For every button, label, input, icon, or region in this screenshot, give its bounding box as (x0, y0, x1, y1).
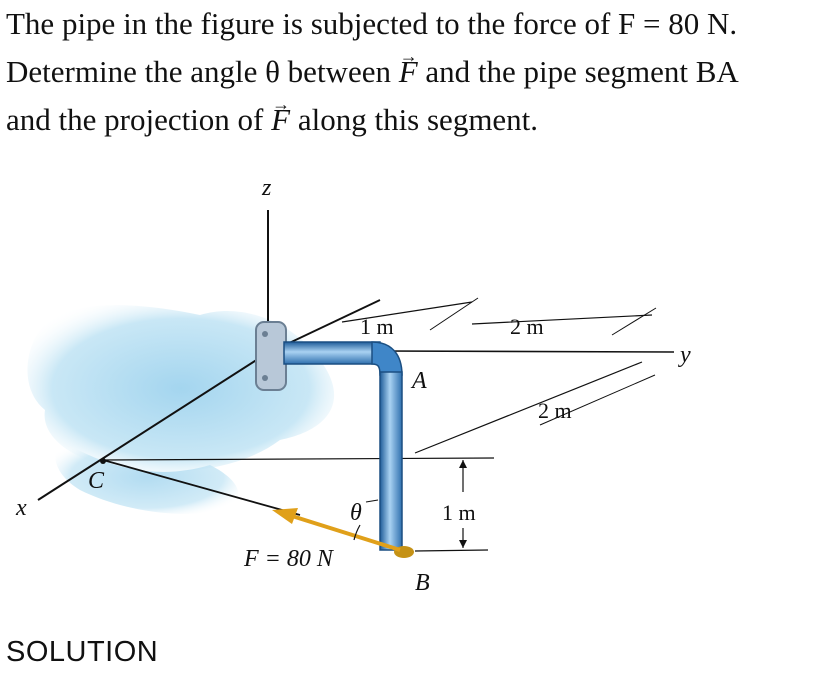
dim-ext-1 (429, 297, 479, 331)
vector-f-symbol-2: F (271, 80, 290, 144)
pipe-elbow (371, 341, 403, 376)
theta-arc (353, 524, 361, 541)
top-diagonal-line (284, 299, 381, 346)
horizontal-line-c (102, 457, 495, 461)
theta-label: θ (350, 500, 362, 526)
problem-statement: The pipe in the figure is subjected to t… (6, 0, 812, 144)
y-axis (379, 350, 675, 353)
problem-line-3: and the projection of F along this segme… (6, 80, 812, 144)
dim-1m-top-line (341, 301, 473, 323)
wall-shading-lower (55, 440, 239, 514)
dim-1m-top-label: 1 m (360, 314, 394, 339)
problem-line-1: The pipe in the figure is subjected to t… (6, 6, 738, 41)
problem-line-2-end: and the pipe segment BA (417, 54, 739, 89)
dim-1m-base-line (414, 549, 489, 552)
x-axis (37, 349, 273, 501)
flange-bolt-2 (262, 375, 268, 381)
force-label: F = 80 N (243, 546, 335, 572)
point-c-label: C (88, 468, 105, 494)
problem-line-2: Determine the angle θ between F and the … (6, 32, 812, 96)
dim-1m-down-arrow (459, 540, 467, 548)
pipe-vertical-segment (379, 371, 403, 551)
problem-line-3-start: and the projection of (6, 102, 272, 137)
line-c-to-b (102, 459, 301, 516)
dim-2m-top-label: 2 m (510, 314, 544, 339)
point-c (100, 458, 106, 464)
pipe-horizontal-segment (283, 341, 381, 365)
point-a-label: A (410, 368, 427, 394)
x-axis-label: x (15, 495, 27, 521)
dim-1m-vertical-label: 1 m (442, 500, 476, 525)
pipe-figure: z x y 1 m 2 m 2 m C 1 m A B F = 80 N θ (15, 175, 691, 596)
dim-1m-up-arrow (459, 460, 467, 468)
force-arrow-shaft (291, 514, 401, 552)
wall-flange (255, 321, 287, 391)
point-b-label: B (415, 570, 430, 596)
wall-shading (27, 305, 335, 472)
problem-line-2-start: Determine the angle θ between (6, 54, 399, 89)
flange-bolt-1 (262, 331, 268, 337)
z-axis-label: z (261, 175, 272, 201)
dim-2m-side-line-2 (539, 374, 656, 426)
theta-tick (365, 499, 379, 503)
y-axis-label: y (678, 342, 691, 368)
vector-f-symbol: F (399, 32, 418, 96)
dim-2m-side-line-1 (414, 361, 643, 454)
force-arrow-head (272, 508, 298, 524)
dim-ext-2 (611, 307, 657, 336)
dim-2m-side-label: 2 m (538, 398, 572, 423)
solution-heading: SOLUTION (6, 636, 159, 668)
problem-line-3-end: along this segment. (290, 102, 539, 137)
dim-2m-top-line (471, 314, 653, 325)
